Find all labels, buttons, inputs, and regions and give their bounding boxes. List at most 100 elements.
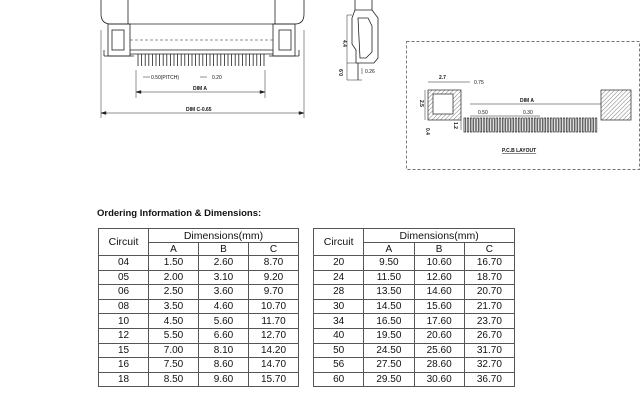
dimension-cell: 5.60 (198, 313, 249, 329)
dimension-cell: 32.70 (463, 357, 516, 373)
circuit-cell: 30 (312, 298, 365, 315)
pcb-pad (537, 117, 540, 133)
dimension-cell: 9.50 (363, 255, 415, 271)
circuit-cell: 12 (98, 327, 149, 344)
side-09-label: 0.9 (339, 69, 345, 76)
dimension-cell: 15.70 (248, 371, 299, 388)
pcb-pad (553, 117, 556, 133)
dimensions-header: Dimensions(mm) (363, 228, 515, 243)
pcb-pad (495, 117, 498, 133)
pcb-27-label: 2.7 (439, 75, 446, 81)
dimension-cell: 5.50 (148, 327, 199, 344)
dimension-cell: 15.60 (413, 298, 465, 315)
dimension-cell: 1.50 (148, 255, 199, 271)
dimension-cell: 20.60 (413, 327, 465, 344)
dimension-cell: 3.50 (148, 298, 199, 315)
dimension-cell: 10.60 (413, 255, 465, 271)
dimension-cell: 9.70 (248, 284, 299, 300)
dimension-cell: 30.60 (413, 371, 465, 388)
dimension-cell: 14.20 (248, 342, 299, 359)
pcb-dima-label: DIM A (520, 98, 534, 104)
pcb-pad (466, 117, 470, 133)
technical-drawing: 0.50(PITCH) 0.20 DIM A DIM C-0.65 4.4 0.… (100, 0, 640, 170)
col-c-header: C (248, 242, 299, 256)
dimension-cell: 14.60 (413, 284, 465, 300)
dimension-cell: 31.70 (463, 342, 516, 359)
pcb-layout-frame (406, 41, 640, 170)
pcb-pad (594, 117, 598, 133)
dimension-cell: 8.50 (148, 371, 199, 388)
pcb-pad (479, 117, 482, 133)
pcb-pad (588, 117, 591, 133)
pcb-pad (578, 117, 582, 133)
dimension-cell: 28.60 (413, 357, 465, 373)
dimension-cell: 12.60 (413, 269, 465, 286)
side-44-label: 4.4 (341, 40, 347, 47)
dimension-cell: 2.60 (198, 255, 249, 271)
pcb-pad (540, 117, 543, 133)
circuit-cell: 18 (98, 371, 149, 388)
circuit-cell: 05 (98, 269, 149, 286)
side-026-label: 0.26 (365, 69, 375, 75)
pcb-layout-drawing (424, 81, 632, 130)
connector-front-view (100, 0, 305, 118)
circuit-header: Circuit (98, 228, 149, 256)
col-a-header: A (363, 242, 415, 256)
dimension-cell: 8.60 (198, 357, 249, 373)
pcb-050-label: 0.50 (478, 110, 488, 116)
dimension-cell: 4.60 (198, 298, 249, 315)
pcb-pad (514, 117, 518, 133)
front-dimensions (100, 76, 305, 115)
dim-020-label: 0.20 (212, 75, 222, 81)
pcb-pad (546, 117, 550, 133)
dimension-cell: 24.50 (363, 342, 415, 359)
pcb-030-label: 0.30 (523, 110, 533, 116)
pcb-pad (518, 117, 521, 133)
pcb-pad (559, 117, 562, 133)
pitch-label: 0.50(PITCH) (151, 75, 179, 81)
circuit-cell: 04 (98, 255, 149, 271)
dimension-cell: 12.70 (248, 327, 299, 344)
dimension-cell: 8.70 (248, 255, 299, 271)
pcb-pad (492, 117, 495, 133)
pcb-pad (498, 117, 502, 133)
pcb-pad (521, 117, 524, 133)
dimension-cell: 27.50 (363, 357, 415, 373)
dimension-cell: 25.60 (413, 342, 465, 359)
connector-pins (137, 54, 265, 66)
circuit-cell: 34 (312, 313, 365, 329)
pcb-pad (470, 117, 473, 133)
dimension-cell: 2.00 (148, 269, 199, 286)
pcb-pad (582, 117, 585, 133)
pcb-pad (482, 117, 486, 133)
pcb-pad (489, 117, 492, 133)
col-a-header: A (148, 242, 199, 256)
dimension-cell: 16.50 (363, 313, 415, 329)
pcb-pad (502, 117, 505, 133)
pcb-04-label: 0.4 (424, 128, 430, 135)
circuit-cell: 40 (312, 327, 365, 344)
dimension-cell: 14.50 (363, 298, 415, 315)
dimension-cell: 36.70 (463, 371, 516, 388)
dimension-cell: 6.60 (198, 327, 249, 344)
pcb-pad (476, 117, 479, 133)
pcb-pad (524, 117, 527, 133)
pcb-pad (508, 117, 511, 133)
col-c-header: C (463, 242, 516, 256)
pcb-pad (572, 117, 575, 133)
pcb-25-label: 2.5 (418, 100, 424, 107)
dimension-cell: 18.70 (463, 269, 516, 286)
dimension-cell: 19.50 (363, 327, 415, 344)
connector-side-view (346, 0, 379, 81)
circuit-cell: 24 (312, 269, 365, 286)
pcb-pad (511, 117, 514, 133)
